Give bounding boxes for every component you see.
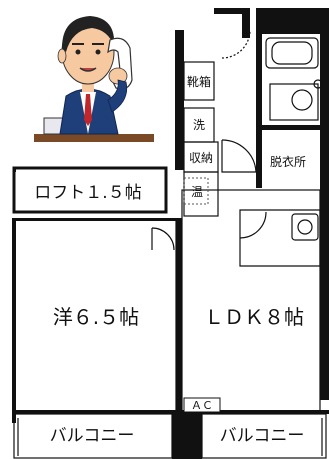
balcony-left-label: バルコニー — [50, 426, 135, 446]
ldk-label: ＬＤＫ８帖 — [204, 305, 304, 329]
balcony-right-label: バルコニー — [220, 426, 305, 446]
washer-label: 洗 — [193, 118, 205, 132]
western-room-label: 洋６.５帖 — [53, 305, 139, 329]
water-heater-box — [183, 177, 209, 205]
water-heater-label: 温 — [191, 185, 203, 199]
businessman-on-phone-icon — [34, 16, 154, 142]
shoe-cabinet-label: 靴箱 — [187, 74, 211, 89]
room-outlines — [12, 29, 327, 459]
walls — [12, 8, 329, 459]
loft-label: ロフト１.５帖 — [34, 183, 141, 203]
ac-label: ＡＣ — [191, 399, 213, 412]
dressing-room-label: 脱衣所 — [270, 154, 306, 169]
storage-label: 収納 — [189, 151, 213, 165]
